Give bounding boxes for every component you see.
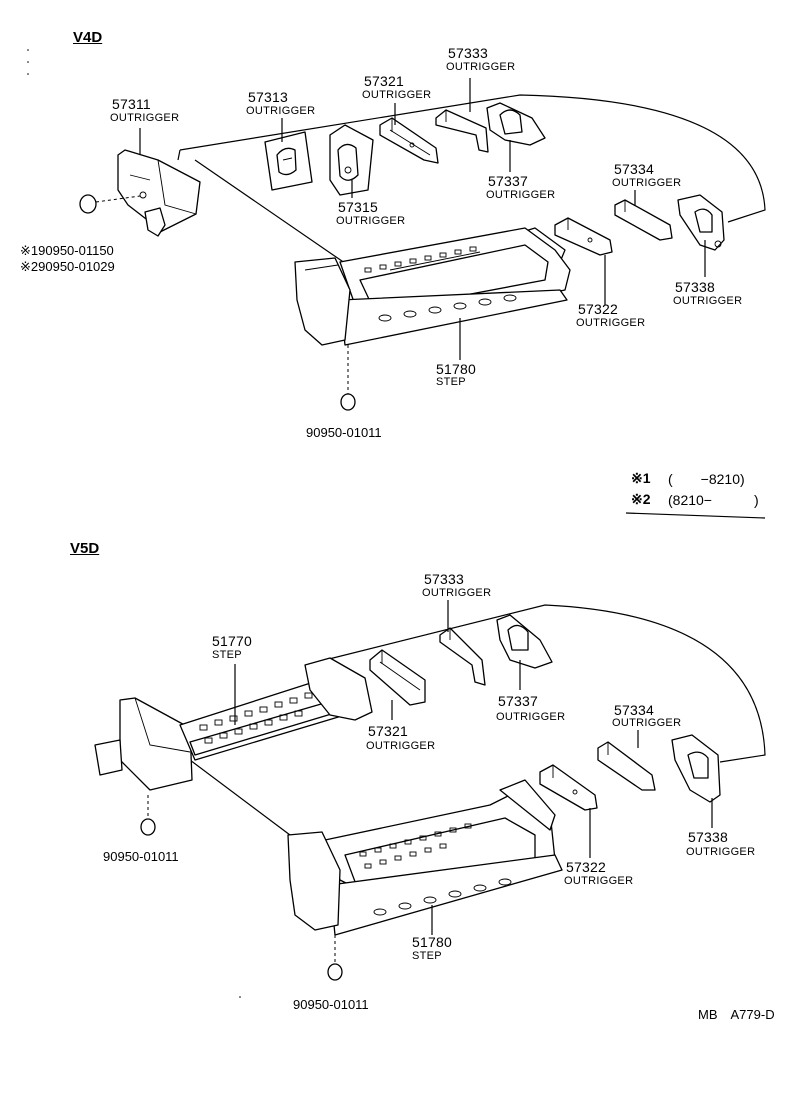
legend-row1-mark: ※1 — [631, 470, 651, 486]
v5d-57321-outrigger-part — [369, 649, 426, 706]
v4d-section-title: V4D — [73, 29, 103, 46]
v4d-57337-name: OUTRIGGER — [486, 189, 556, 201]
v4d-step-holes — [364, 246, 517, 322]
v5d-57322-number: 57322 — [566, 859, 606, 875]
v4d-57322-name: OUTRIGGER — [576, 317, 646, 329]
v5d-section-title: V5D — [70, 540, 100, 557]
v5d-51770-holes — [199, 692, 313, 744]
legend-row2-range: (8210− ) — [668, 492, 759, 508]
v5d-51780-step-part — [287, 779, 563, 981]
v4d-assembly — [79, 78, 766, 411]
v5d-assembly — [94, 600, 766, 981]
v4d-57313-number: 57313 — [248, 89, 288, 105]
v4d-clip-2-code: ※290950-01029 — [20, 259, 115, 274]
v5d-57321-name: OUTRIGGER — [366, 740, 436, 752]
v4d-57337-number: 57337 — [488, 173, 528, 189]
v4d-57334-outrigger-part — [614, 199, 673, 241]
v4d-57311-name: OUTRIGGER — [110, 112, 180, 124]
v4d-57322-number: 57322 — [578, 301, 618, 317]
v5d-57337-outrigger-part — [496, 614, 553, 669]
print-specks — [27, 49, 241, 998]
v5d-57338-outrigger-part — [671, 734, 721, 803]
v4d-51780-step-part — [294, 227, 571, 411]
v5d-57322-outrigger-part — [539, 764, 598, 811]
v5d-51770-number: 51770 — [212, 633, 252, 649]
v4d-57311-number: 57311 — [112, 96, 151, 112]
v5d-51780-name: STEP — [412, 950, 442, 962]
v5d-57337-name: OUTRIGGER — [496, 711, 566, 723]
v4d-57315-outrigger-part — [329, 124, 374, 196]
legend-row2-mark: ※2 — [631, 491, 651, 507]
legend-row1-range: ( −8210) — [668, 471, 745, 487]
v5d-57322-name: OUTRIGGER — [564, 875, 634, 887]
v4d-57313-outrigger-part — [264, 131, 313, 191]
v5d-51780-number: 51780 — [412, 934, 452, 950]
v4d-57321-name: OUTRIGGER — [362, 89, 432, 101]
v5d-57321-number: 57321 — [368, 723, 408, 739]
v5d-51770-name: STEP — [212, 649, 242, 661]
v4d-57315-name: OUTRIGGER — [336, 215, 406, 227]
v5d-51780-holes — [359, 823, 512, 916]
v4d-57311-outrigger-part — [79, 149, 201, 237]
v4d-51780-number: 51780 — [436, 361, 476, 377]
v5d-57337-number: 57337 — [498, 693, 538, 709]
v5d-57333-number: 57333 — [424, 571, 464, 587]
v4d-clip-3-code: 90950-01011 — [306, 425, 382, 440]
v4d-57333-outrigger-part — [435, 109, 489, 153]
v4d-57334-name: OUTRIGGER — [612, 177, 682, 189]
v4d-57321-number: 57321 — [364, 73, 404, 89]
v4d-clip-1-code: ※190950-01150 — [20, 243, 114, 258]
v4d-57315-number: 57315 — [338, 199, 378, 215]
v4d-57338-number: 57338 — [675, 279, 715, 295]
v4d-57313-name: OUTRIGGER — [246, 105, 316, 117]
v5d-51770-step-part — [94, 657, 373, 836]
v5d-57338-number: 57338 — [688, 829, 728, 845]
v4d-57338-outrigger-part — [677, 194, 725, 251]
v5d-57334-outrigger-part — [597, 741, 656, 791]
v4d-57321-outrigger-part — [379, 117, 439, 164]
v5d-57338-name: OUTRIGGER — [686, 846, 756, 858]
legend-underline — [625, 512, 766, 519]
v5d-57333-outrigger-part — [439, 627, 486, 686]
v5d-57334-number: 57334 — [614, 702, 654, 718]
v4d-57333-number: 57333 — [448, 45, 488, 61]
v5d-57333-name: OUTRIGGER — [422, 587, 492, 599]
v5d-clip-2-code: 90950-01011 — [293, 997, 369, 1012]
drawing-reference-code: MB A779-D — [698, 1007, 775, 1022]
v5d-57334-name: OUTRIGGER — [612, 717, 682, 729]
v5d-clip-1-code: 90950-01011 — [103, 849, 179, 864]
v4d-57333-name: OUTRIGGER — [446, 61, 516, 73]
v4d-51780-name: STEP — [436, 376, 466, 388]
v4d-57337-outrigger-part — [486, 102, 546, 146]
v4d-57334-number: 57334 — [614, 161, 654, 177]
v4d-57338-name: OUTRIGGER — [673, 295, 743, 307]
